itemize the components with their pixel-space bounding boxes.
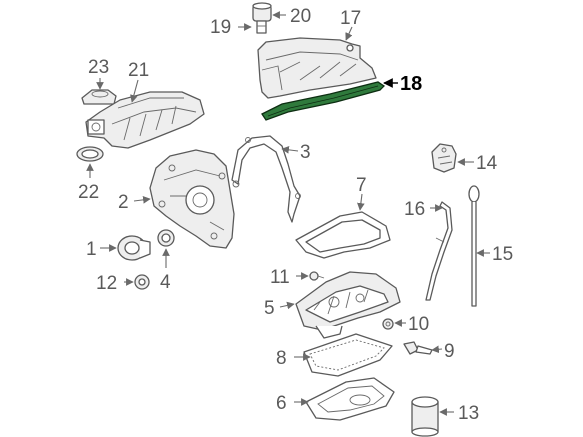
callout-labels: 19 20 17 18 23 21 22 2 3 1 4 12 7 11 5 1… — [78, 6, 513, 424]
callout-19: 19 — [210, 17, 231, 38]
part-19-breather — [252, 2, 272, 34]
callout-18: 18 — [400, 73, 422, 95]
callout-2: 2 — [118, 192, 129, 213]
part-9-bolt — [403, 341, 433, 355]
part-22-seal — [76, 146, 104, 162]
part-3-gasket — [231, 135, 301, 223]
part-8-screen — [303, 333, 393, 377]
callout-5: 5 — [264, 298, 275, 319]
part-17-valve-cover — [257, 37, 377, 99]
callout-7: 7 — [356, 175, 367, 196]
callout-23: 23 — [88, 57, 109, 78]
part-16-dipstick-tube — [425, 201, 453, 301]
part-12-washer — [134, 274, 150, 290]
part-7-pan-gasket — [295, 211, 391, 259]
callout-6: 6 — [276, 393, 287, 414]
callout-14: 14 — [476, 153, 498, 174]
part-5-oil-pan — [295, 271, 401, 339]
callout-1: 1 — [86, 239, 97, 260]
part-13-oil-filter — [411, 396, 439, 437]
part-4-seal — [157, 229, 175, 247]
callout-21: 21 — [128, 60, 149, 81]
part-10-plug — [382, 318, 394, 330]
callout-13: 13 — [458, 403, 479, 424]
part-6-baffle — [305, 377, 395, 421]
callout-16: 16 — [404, 199, 425, 220]
part-1-damper — [117, 235, 151, 261]
callout-17: 17 — [340, 8, 361, 29]
leader-lines — [86, 11, 490, 416]
callout-10: 10 — [408, 314, 429, 335]
callout-9: 9 — [444, 341, 455, 362]
part-14-sensor — [431, 143, 457, 173]
callout-22: 22 — [78, 182, 99, 203]
part-15-dipstick — [468, 185, 480, 307]
part-18-valve-cover-gasket — [261, 81, 386, 121]
callout-12: 12 — [96, 273, 117, 294]
part-2-timing-cover — [149, 149, 235, 249]
part-21-intake-manifold — [85, 91, 205, 149]
part-11-drain-plug — [309, 271, 325, 281]
callout-15: 15 — [492, 244, 513, 265]
callout-4: 4 — [160, 272, 171, 293]
callout-8: 8 — [276, 348, 287, 369]
callout-3: 3 — [300, 142, 311, 163]
part-23-cap — [81, 89, 117, 105]
callout-20: 20 — [290, 6, 311, 27]
callout-11: 11 — [270, 267, 290, 288]
